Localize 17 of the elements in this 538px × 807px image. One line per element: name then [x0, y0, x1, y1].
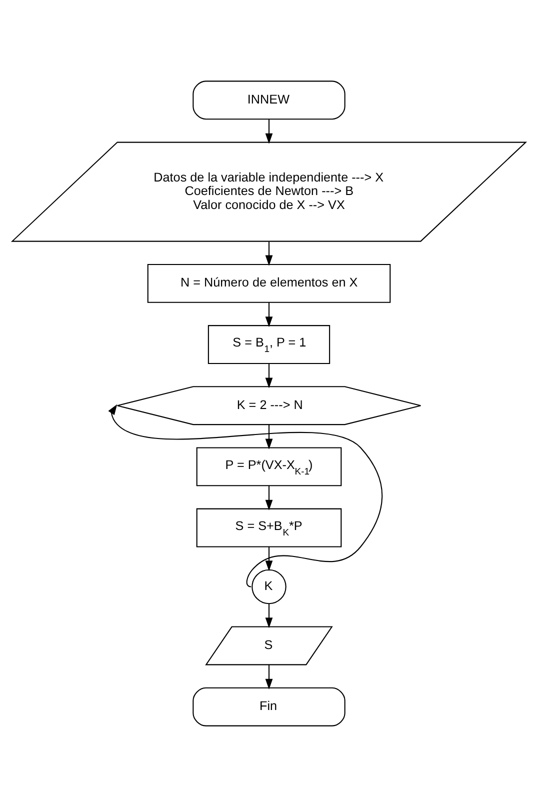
arrow: [265, 242, 273, 266]
node-box: Fin: [192, 687, 346, 726]
arrow: [265, 664, 273, 690]
node-box: S = S+B$_{K}$*P: [196, 508, 342, 548]
arrow: [265, 302, 273, 328]
arrow: [265, 424, 273, 450]
node-box: N = Número de elementos en X: [147, 264, 391, 303]
arrow: [265, 364, 273, 388]
arrow: [265, 119, 273, 144]
arrow: [265, 546, 273, 572]
arrow: [108, 404, 383, 588]
arrow: [265, 486, 273, 510]
arrow: [265, 604, 273, 628]
node-box: INNEW: [192, 80, 346, 120]
node-box: P = P*(VX-X$_{K-1}$): [196, 447, 342, 486]
node-circle: K: [252, 569, 286, 604]
node-box: S = B$_{1}$, P = 1: [208, 325, 330, 364]
